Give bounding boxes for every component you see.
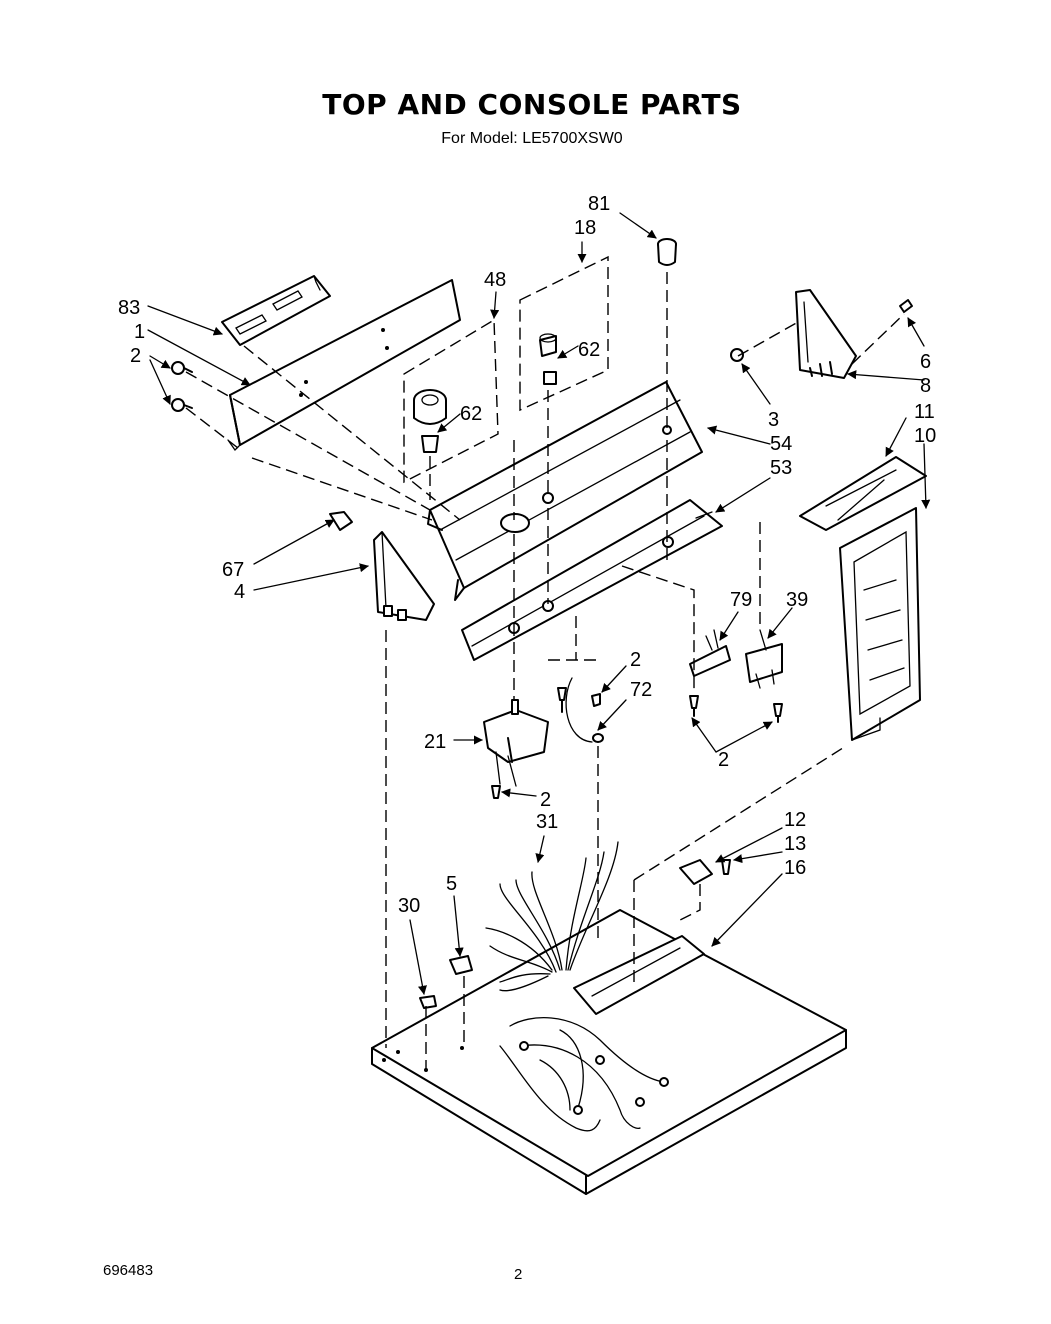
callout-8: 8	[920, 375, 931, 397]
part-2-screws-rear	[171, 361, 193, 412]
part-11-filter-cover	[799, 456, 927, 531]
callout-81: 81	[588, 193, 610, 215]
callout-79: 79	[730, 589, 752, 611]
part-54-console	[427, 381, 703, 601]
callout-83: 83	[118, 297, 140, 319]
leader-arrows	[147, 212, 931, 995]
callout-18: 18	[574, 217, 596, 239]
top-panel	[371, 909, 847, 1195]
part-30-clip	[419, 995, 437, 1009]
callout-10: 10	[914, 425, 936, 447]
model-subtitle: For Model: LE5700XSW0	[441, 130, 623, 147]
callout-2-timer: 2	[540, 789, 551, 811]
callout-5: 5	[446, 873, 457, 895]
callout-21: 21	[424, 731, 446, 753]
part-1-rear-panel	[227, 279, 461, 452]
part-5-clip	[449, 955, 473, 975]
part-83-panel-insert	[221, 275, 331, 346]
part-79-switch	[689, 629, 731, 677]
part-12-bracket	[679, 859, 731, 885]
page-title: TOP AND CONSOLE PARTS	[322, 88, 742, 121]
callout-12: 12	[784, 809, 806, 831]
callout-2-rear: 2	[130, 345, 141, 367]
part-67-clip	[329, 511, 353, 531]
callout-1: 1	[134, 321, 145, 343]
callout-62-lower: 62	[460, 403, 482, 425]
callout-39: 39	[786, 589, 808, 611]
page-number: 2	[514, 1266, 523, 1283]
callout-16: 16	[784, 857, 806, 879]
callout-48: 48	[484, 269, 506, 291]
part-3-screw	[730, 348, 744, 362]
callout-2-switch: 2	[718, 749, 729, 771]
part-39-switch	[745, 629, 783, 689]
callout-6: 6	[920, 351, 931, 373]
callout-53: 53	[770, 457, 792, 479]
document-number: 696483	[103, 1262, 154, 1279]
callout-2-mid: 2	[630, 649, 641, 671]
callout-30: 30	[398, 895, 420, 917]
part-10-lint-screen	[839, 507, 921, 741]
callout-4: 4	[234, 581, 245, 603]
part-2-screws-mid	[491, 687, 783, 799]
callout-72: 72	[630, 679, 652, 701]
group-48-box	[403, 318, 499, 484]
part-4-end-cap	[373, 531, 435, 621]
callout-3: 3	[768, 409, 779, 431]
assembly-lines	[185, 272, 905, 1070]
callout-11: 11	[914, 401, 935, 423]
part-8-bracket	[795, 289, 857, 379]
part-72-wire	[565, 677, 604, 743]
part-53-bracket	[461, 499, 723, 661]
callout-labels: 81 18 48 83 1 2 62 62 6 8 3 54 53 11 10 …	[118, 193, 936, 917]
callout-62-upper: 62	[578, 339, 600, 361]
part-21-timer	[483, 699, 549, 787]
callout-54: 54	[770, 433, 792, 455]
part-6-screw	[899, 299, 913, 313]
group-18-box	[519, 255, 609, 412]
callout-67: 67	[222, 559, 244, 581]
callout-31: 31	[536, 811, 558, 833]
callout-13: 13	[784, 833, 806, 855]
part-81-knob	[657, 238, 677, 266]
part-31-harness	[485, 841, 669, 1132]
